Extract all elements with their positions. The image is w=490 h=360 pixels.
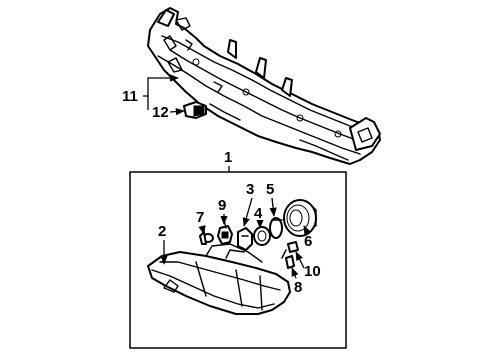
- part-2-headlamp-housing: [147, 243, 291, 315]
- leader-6: [303, 225, 311, 235]
- assembly-frame: [129, 171, 347, 349]
- callout-9: 9: [218, 197, 226, 214]
- callout-10: 10: [304, 263, 321, 280]
- callout-11: 11: [122, 88, 138, 105]
- leader-7: [198, 225, 206, 235]
- part-8-wedge-bulb: [285, 255, 295, 269]
- part-7-bulb: [199, 231, 214, 245]
- callout-12: 12: [152, 104, 169, 121]
- part-3-main-bulb: [237, 227, 253, 251]
- callout-2: 2: [158, 223, 166, 240]
- part-9-socket: [217, 219, 233, 245]
- part-10-marker-socket: [281, 241, 299, 259]
- part-5-bulb-holder: [269, 217, 283, 239]
- leader-3: [242, 197, 253, 227]
- part-12-clip: [183, 101, 207, 119]
- leader-11: [143, 74, 179, 110]
- leader-12: [169, 107, 185, 116]
- callout-4: 4: [254, 205, 263, 222]
- callout-1: 1: [224, 149, 232, 166]
- part-4-retaining-ring: [253, 226, 271, 246]
- leader-10: [295, 251, 305, 269]
- leader-5: [269, 197, 277, 217]
- callout-6: 6: [304, 233, 312, 250]
- callout-5: 5: [266, 181, 274, 198]
- radiator-support-panel: [147, 7, 381, 165]
- callout-8: 8: [294, 279, 302, 296]
- callout-7: 7: [196, 209, 204, 226]
- part-6-cover-cap: [283, 199, 317, 237]
- callout-3: 3: [246, 181, 254, 198]
- leader-8: [291, 267, 299, 279]
